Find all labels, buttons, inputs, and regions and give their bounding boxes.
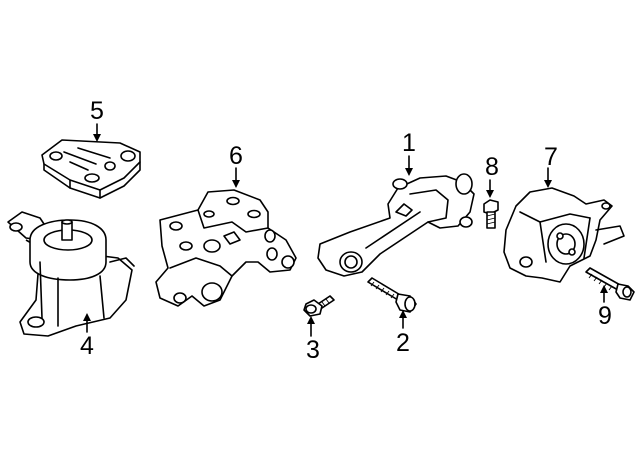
callout-4: 4 (80, 332, 94, 360)
callout-5: 5 (90, 97, 104, 125)
part-4-engine-mount (7, 211, 135, 337)
part-5-bracket (41, 139, 141, 199)
part-2-bolt (367, 277, 417, 313)
part-8-bolt (483, 199, 499, 229)
part-7-trans-mount (503, 187, 625, 283)
callout-7: 7 (544, 143, 558, 171)
part-9-bolt (585, 267, 635, 301)
callout-8: 8 (485, 153, 499, 181)
callout-3: 3 (306, 336, 320, 364)
part-1-torque-rod (317, 173, 475, 277)
callout-1: 1 (402, 129, 416, 157)
callout-6: 6 (229, 142, 243, 170)
part-3-bolt (303, 295, 335, 317)
part-6-bracket (155, 189, 297, 307)
callout-9: 9 (598, 302, 612, 330)
callout-2: 2 (396, 329, 410, 357)
